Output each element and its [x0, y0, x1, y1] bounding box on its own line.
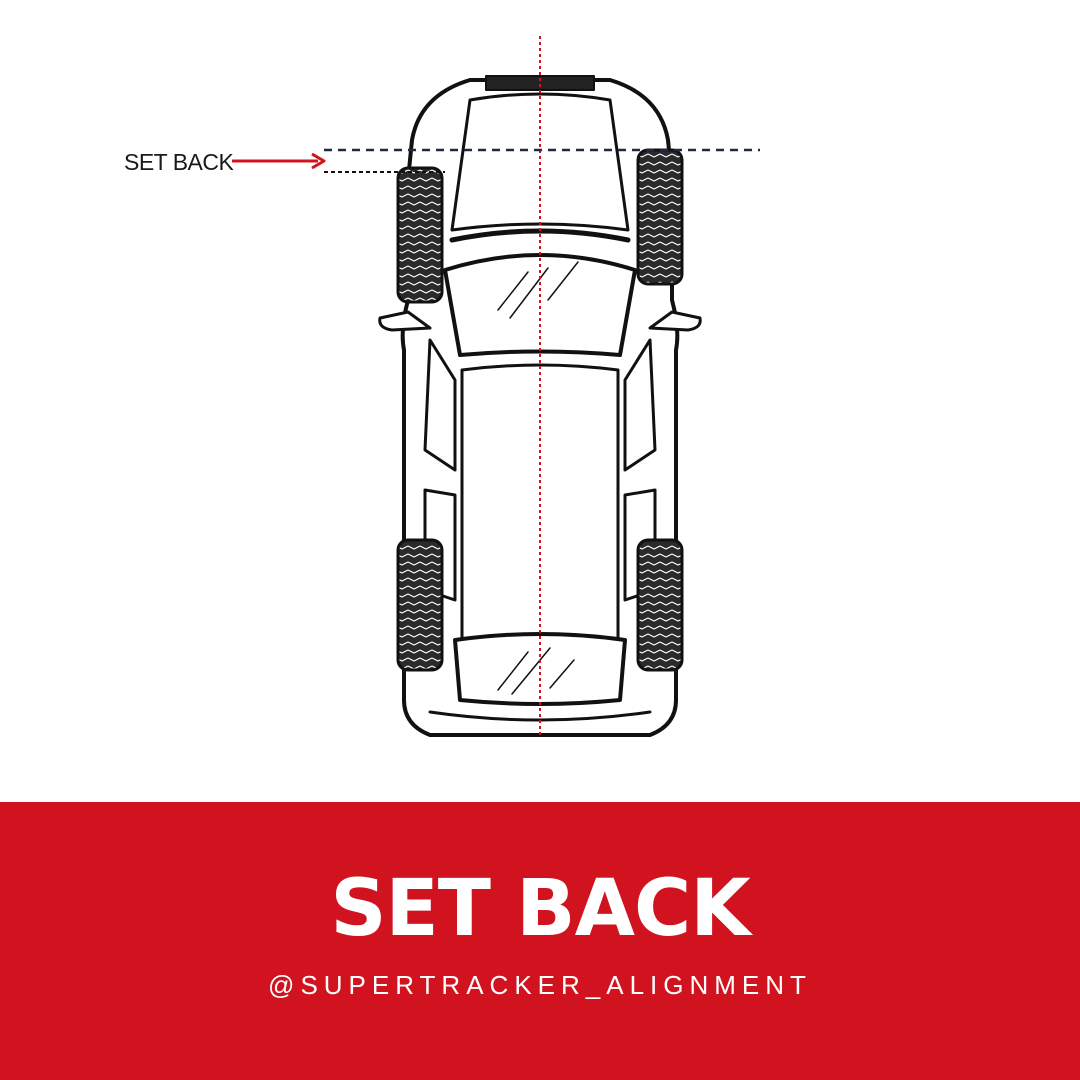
rear-right-wheel: [636, 538, 684, 672]
rear-left-wheel: [396, 538, 444, 672]
setback-callout-label: SET BACK: [124, 149, 234, 175]
front-right-wheel: [636, 148, 684, 286]
callout-arrow: [232, 152, 326, 170]
setback-diagram: SET BACK: [124, 36, 760, 737]
banner-title: SET BACK: [330, 864, 750, 954]
social-handle: @SUPERTRACKER_ALIGNMENT: [268, 970, 812, 1000]
title-banner: SET BACK @SUPERTRACKER_ALIGNMENT: [0, 802, 1080, 1080]
front-left-wheel: [396, 166, 444, 304]
